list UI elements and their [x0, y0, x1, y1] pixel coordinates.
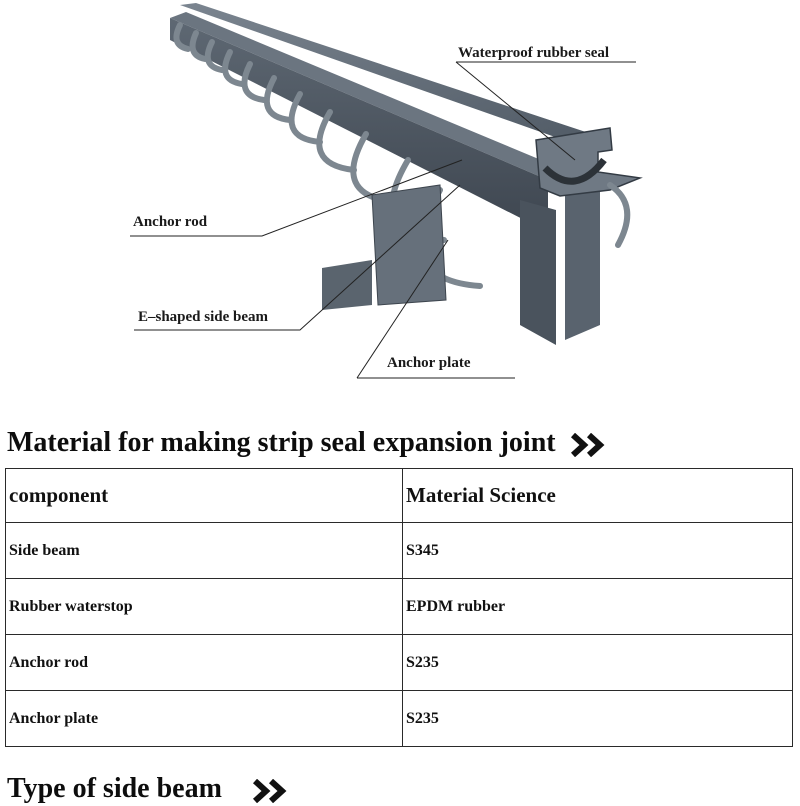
table-row: Anchor rod S235	[5, 634, 793, 691]
rubber-seal	[542, 157, 607, 185]
rail-side-face	[170, 18, 548, 232]
section-title-side-beam-type-text: Type of side beam	[7, 773, 222, 804]
table-cell-component: Side beam	[5, 522, 403, 579]
table-header-material: Material Science	[402, 468, 793, 523]
materials-table: component Material Science Side beam S34…	[5, 468, 793, 747]
table-cell-material: S235	[402, 690, 793, 747]
double-chevron-right-icon	[252, 778, 287, 803]
front-rail	[170, 12, 565, 180]
web-plate-left	[520, 200, 556, 345]
anchor-plate	[371, 184, 447, 306]
callout-anchor-rod: Anchor rod	[133, 214, 208, 230]
table-header-row: component Material Science	[5, 468, 793, 523]
leader-lines	[130, 61, 636, 379]
rail-end-profile	[535, 127, 643, 197]
table-row: Rubber waterstop EPDM rubber	[5, 578, 793, 635]
table-cell-material: EPDM rubber	[402, 578, 793, 635]
table-cell-component: Rubber waterstop	[5, 578, 403, 635]
table-cell-component: Anchor rod	[5, 634, 403, 691]
table-cell-material: S345	[402, 522, 793, 579]
back-rail	[180, 3, 610, 150]
expansion-joint-drawing	[130, 3, 643, 379]
callout-e-shaped-side-beam: E–shaped side beam	[138, 309, 269, 325]
callout-anchor-plate: Anchor plate	[387, 355, 471, 371]
expansion-joint-illustration: Waterproof rubber seal Anchor rod E–shap…	[0, 0, 800, 400]
table-cell-material: S235	[402, 634, 793, 691]
anchor-plate-bar	[322, 260, 372, 310]
table-row: Anchor plate S235	[5, 690, 793, 747]
callout-waterproof-rubber-seal: Waterproof rubber seal	[458, 45, 610, 61]
section-title-materials: Material for making strip seal expansion…	[7, 426, 614, 460]
web-plate-right	[565, 188, 600, 340]
section-title-side-beam-type: Type of side beam	[7, 772, 296, 806]
double-chevron-right-icon	[570, 432, 605, 457]
section-title-materials-text: Material for making strip seal expansion…	[7, 427, 556, 458]
table-row: Side beam S345	[5, 522, 793, 579]
table-cell-component: Anchor plate	[5, 690, 403, 747]
table-header-component: component	[5, 468, 403, 523]
